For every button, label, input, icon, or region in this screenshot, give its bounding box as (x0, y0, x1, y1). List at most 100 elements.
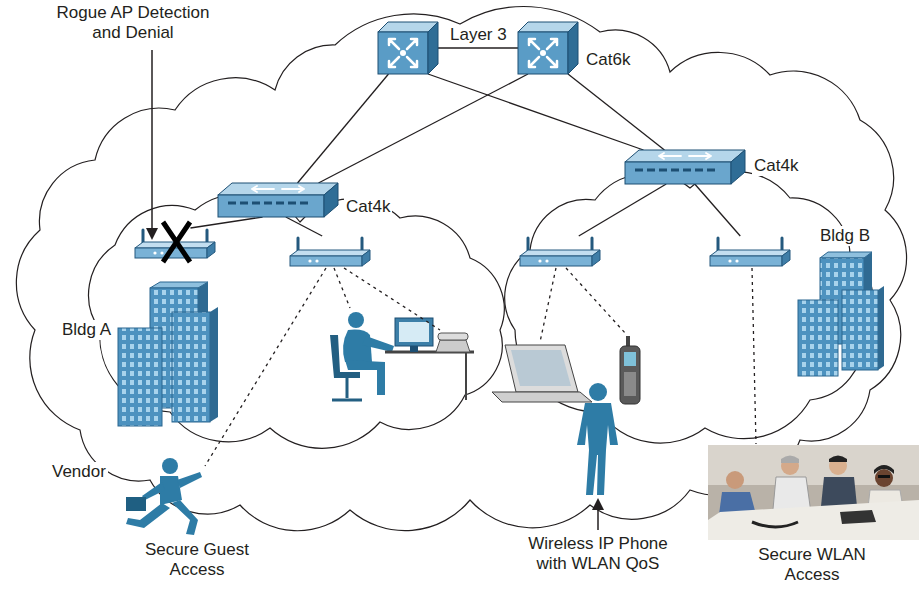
desk-leg (465, 352, 467, 400)
network-link (286, 217, 322, 236)
node-label-holder: Cat4k (344, 197, 392, 217)
switch-front (378, 32, 428, 74)
switch-side (428, 22, 438, 74)
network-link (568, 74, 664, 150)
phone-screen (624, 352, 636, 366)
building-side (210, 307, 218, 422)
switch-arrows (659, 153, 711, 159)
building-block (842, 290, 878, 370)
wireless-link (205, 268, 326, 466)
ap-led (728, 259, 731, 262)
callout-arrow (151, 50, 153, 230)
person-arm (362, 336, 394, 352)
switch-hub (400, 50, 406, 56)
caption-label: Bldg A (60, 320, 113, 340)
desk-phone (436, 340, 470, 352)
ap-side (592, 250, 600, 266)
wireless-link (344, 268, 440, 330)
ap-icon (520, 236, 600, 268)
photo-cable (752, 522, 798, 527)
switch-top (218, 183, 338, 195)
wireless-link (566, 268, 626, 334)
switch-front (625, 162, 731, 184)
ap-top (520, 250, 600, 256)
distribution-switch: Cat4k (625, 150, 745, 184)
person-head (348, 312, 364, 328)
laptop-base (492, 392, 592, 402)
laptop-lid (505, 345, 578, 392)
network-link (190, 217, 262, 228)
photo-table (708, 500, 919, 540)
node-label-holder: Cat6k (584, 50, 632, 70)
phone-body (620, 346, 640, 404)
network-link (579, 184, 667, 236)
switch-arrows (529, 39, 557, 67)
core-icon (518, 22, 578, 74)
label-holder: Secure Guest Access (137, 540, 257, 581)
building-roof (150, 282, 208, 288)
switch-ports (228, 202, 308, 205)
ap-side (782, 250, 790, 266)
network-link (428, 74, 643, 150)
laptop (492, 345, 592, 402)
core-switch (378, 22, 438, 74)
switch-label: Cat6k (584, 50, 632, 70)
building-roof (820, 252, 872, 258)
caption-label: Wireless IP Phone with WLAN QoS (518, 534, 678, 575)
network-link (319, 74, 529, 183)
desk-worker (330, 312, 474, 400)
ap-led (153, 251, 156, 254)
desk-phone-handset (438, 333, 468, 340)
switch-arrows (389, 39, 417, 67)
denial-cross (163, 222, 190, 262)
team-photo (708, 445, 919, 540)
person-head (589, 383, 607, 401)
label-holder: Rogue AP Detection and Denial (48, 3, 218, 44)
photo-person-hair (874, 465, 894, 474)
switch-side (568, 22, 578, 74)
photo-person-head (875, 469, 893, 487)
label-holder: Bldg B (818, 226, 872, 246)
ap-led (308, 259, 311, 262)
ap-top (710, 250, 790, 256)
ap-front (135, 248, 207, 258)
distribution-switch: Cat4k (218, 183, 338, 217)
ap-front (710, 256, 782, 266)
ap-top (290, 250, 370, 256)
access-point (710, 236, 790, 268)
edge-label-holder: Layer 3 (448, 25, 509, 45)
chair-base (332, 378, 362, 400)
ap-led (315, 259, 318, 262)
monitor-stand (410, 346, 418, 352)
switch-front (218, 195, 324, 217)
building-block (172, 312, 210, 422)
person-body (577, 403, 618, 495)
ap-side (362, 250, 370, 266)
person-arm (177, 472, 202, 488)
switch-arrows (252, 186, 304, 192)
photo-laptop (840, 510, 876, 524)
building-b (798, 252, 884, 376)
briefcase (126, 497, 146, 511)
person-head (162, 458, 178, 474)
caption-label: Vendor (50, 462, 108, 482)
switch-top (625, 150, 745, 162)
laptop-screen (511, 350, 571, 386)
ap-top (135, 242, 215, 248)
building-a (118, 282, 218, 426)
core-switch: Cat6k (518, 22, 578, 74)
switch-ports (635, 169, 715, 172)
node-label-holder: Cat4k (752, 156, 800, 176)
wireless-phone (620, 336, 640, 404)
monitor-screen (399, 322, 429, 342)
switch-label: Cat4k (752, 156, 800, 176)
callout-arrowhead (592, 498, 604, 510)
running-vendor (126, 458, 202, 535)
network-link (438, 47, 518, 48)
network-link (298, 74, 389, 183)
link-label: Layer 3 (448, 25, 509, 45)
label-holder: Vendor (50, 462, 108, 482)
